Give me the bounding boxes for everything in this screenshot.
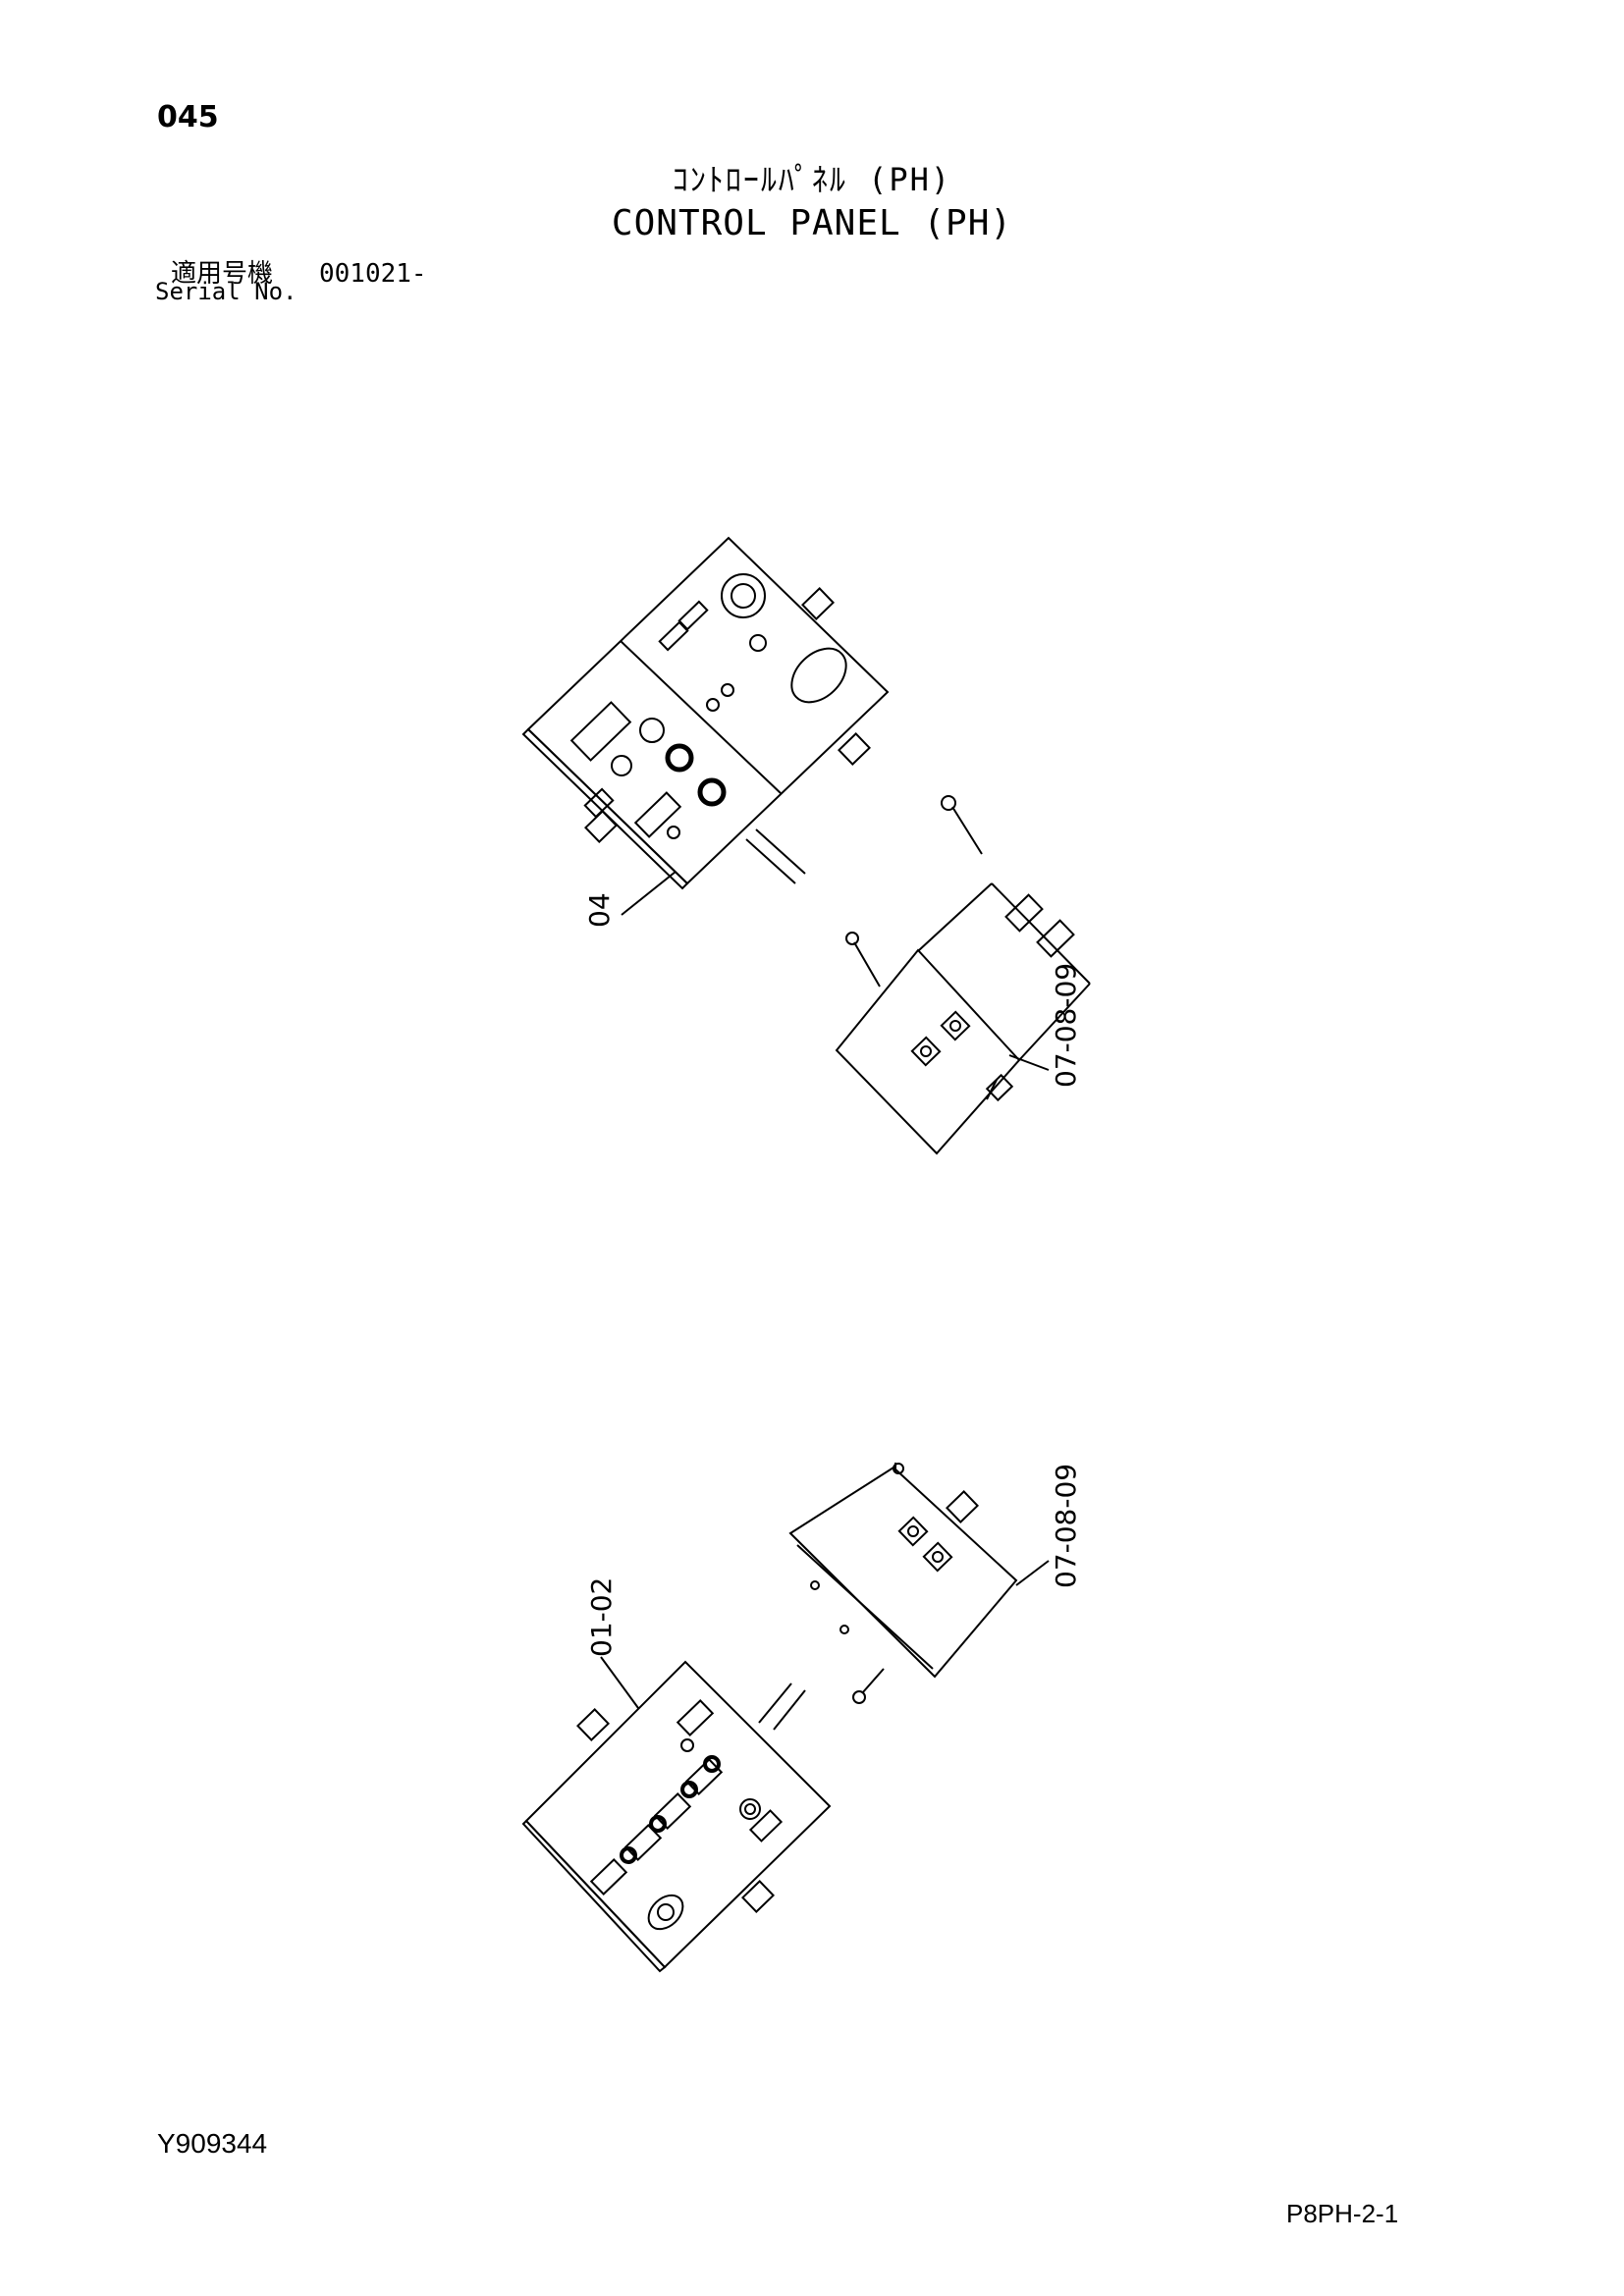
serial-label-jp: 適用号機 (171, 259, 274, 289)
serial-value: 001021- (318, 259, 427, 289)
callout-bottom-box: 07-08-09 (1050, 1464, 1082, 1588)
bottom-switch-box (788, 1463, 1018, 1704)
document-id: Y909344 (157, 2128, 268, 2159)
callout-top-panel: 04 (583, 892, 616, 928)
top-switch-box (835, 795, 1091, 1155)
serial-row: 適用号機 001021- (171, 253, 427, 290)
callout-top-box: 07-08-09 (1050, 963, 1082, 1088)
page-number: 045 (157, 100, 219, 134)
page-reference: P8PH-2-1 (1286, 2199, 1399, 2228)
title-japanese: ｺﾝﾄﾛｰﾙﾊﾟﾈﾙ (PH) (672, 161, 952, 198)
callout-bottom-panel: 01-02 (585, 1577, 618, 1657)
bottom-control-panel (521, 1660, 832, 1973)
serial-label-en: Serial No. (155, 278, 298, 305)
title-english: CONTROL PANEL (PH) (611, 203, 1013, 243)
top-control-panel (521, 536, 890, 890)
